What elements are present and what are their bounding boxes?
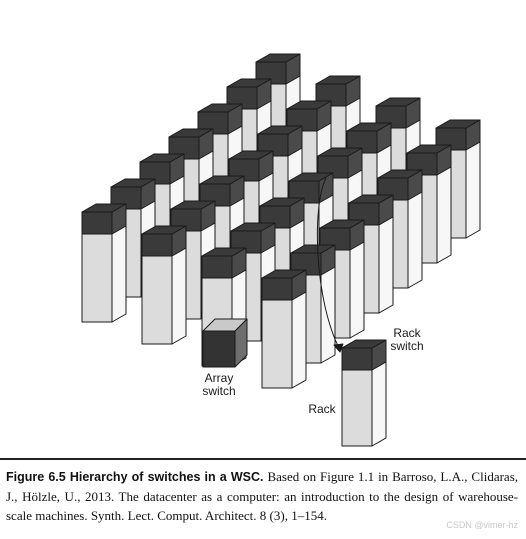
- rack-front-top-band: [341, 347, 373, 371]
- rack-top: [257, 125, 303, 135]
- rack-switch-connector: [316, 177, 341, 351]
- rack-top: [230, 222, 276, 232]
- caption-text: Based on Figure 1.1 in Barroso, L.A., Cl…: [6, 469, 518, 523]
- rack-top: [199, 175, 245, 185]
- rack-top: [377, 169, 423, 179]
- rack-top: [81, 203, 127, 213]
- array-switch-label-line2: switch: [202, 384, 236, 398]
- csdn-watermark: CSDN @vimer-hz: [446, 520, 518, 530]
- rack-top: [201, 247, 247, 257]
- rack-top: [197, 103, 243, 113]
- rack-top: [348, 194, 394, 204]
- caption-title: Figure 6.5 Hierarchy of switches in a WS…: [6, 470, 264, 484]
- rack-top: [346, 122, 392, 132]
- rack-switch-label: Rack switch: [384, 327, 430, 353]
- array-switch-front: [202, 330, 236, 368]
- rack-top: [317, 147, 363, 157]
- rack-switch-label-line2: switch: [390, 339, 424, 353]
- rack-top: [139, 153, 185, 163]
- rack-top: [141, 225, 187, 235]
- rack-top: [315, 75, 361, 85]
- rack-top: [319, 219, 365, 229]
- rack-top: [375, 97, 421, 107]
- array-switch-top: [202, 318, 248, 332]
- rack-c3-r0: [261, 269, 307, 389]
- array-switch: [202, 318, 248, 368]
- rack-top: [226, 78, 272, 88]
- rack-label: Rack: [308, 402, 336, 416]
- wsc-switch-hierarchy-figure: [81, 53, 481, 447]
- rack-top: [170, 200, 216, 210]
- rack: [341, 339, 387, 447]
- rack-top: [110, 178, 156, 188]
- rack-top: [255, 53, 301, 63]
- array-switch-label: Array switch: [196, 372, 242, 398]
- array-switch-label-line1: Array: [204, 371, 234, 385]
- rack-switch-top: [341, 339, 387, 349]
- rack-top: [290, 244, 336, 254]
- rack-top: [228, 150, 274, 160]
- caption-divider: [0, 458, 526, 460]
- rack-top: [259, 197, 305, 207]
- rack-top: [286, 100, 332, 110]
- figure-caption: Figure 6.5 Hierarchy of switches in a WS…: [6, 467, 518, 525]
- rack-top: [288, 172, 334, 182]
- rack-switch: [341, 339, 387, 349]
- rack-front-top-band: [81, 211, 113, 235]
- rack-top: [406, 144, 452, 154]
- rack-switch-label-line1: Rack: [393, 326, 421, 340]
- rack-c1-r0: [141, 225, 187, 345]
- rack-front-top-band: [141, 233, 173, 257]
- rack-array: [81, 53, 481, 389]
- connector-arrowhead: [333, 343, 344, 353]
- rack-front-top-band: [201, 255, 233, 279]
- rack-top: [168, 128, 214, 138]
- rack-top: [261, 269, 307, 279]
- rack-top: [435, 119, 481, 129]
- rack-c0-r0: [81, 203, 127, 323]
- rack-front-top-band: [261, 277, 293, 301]
